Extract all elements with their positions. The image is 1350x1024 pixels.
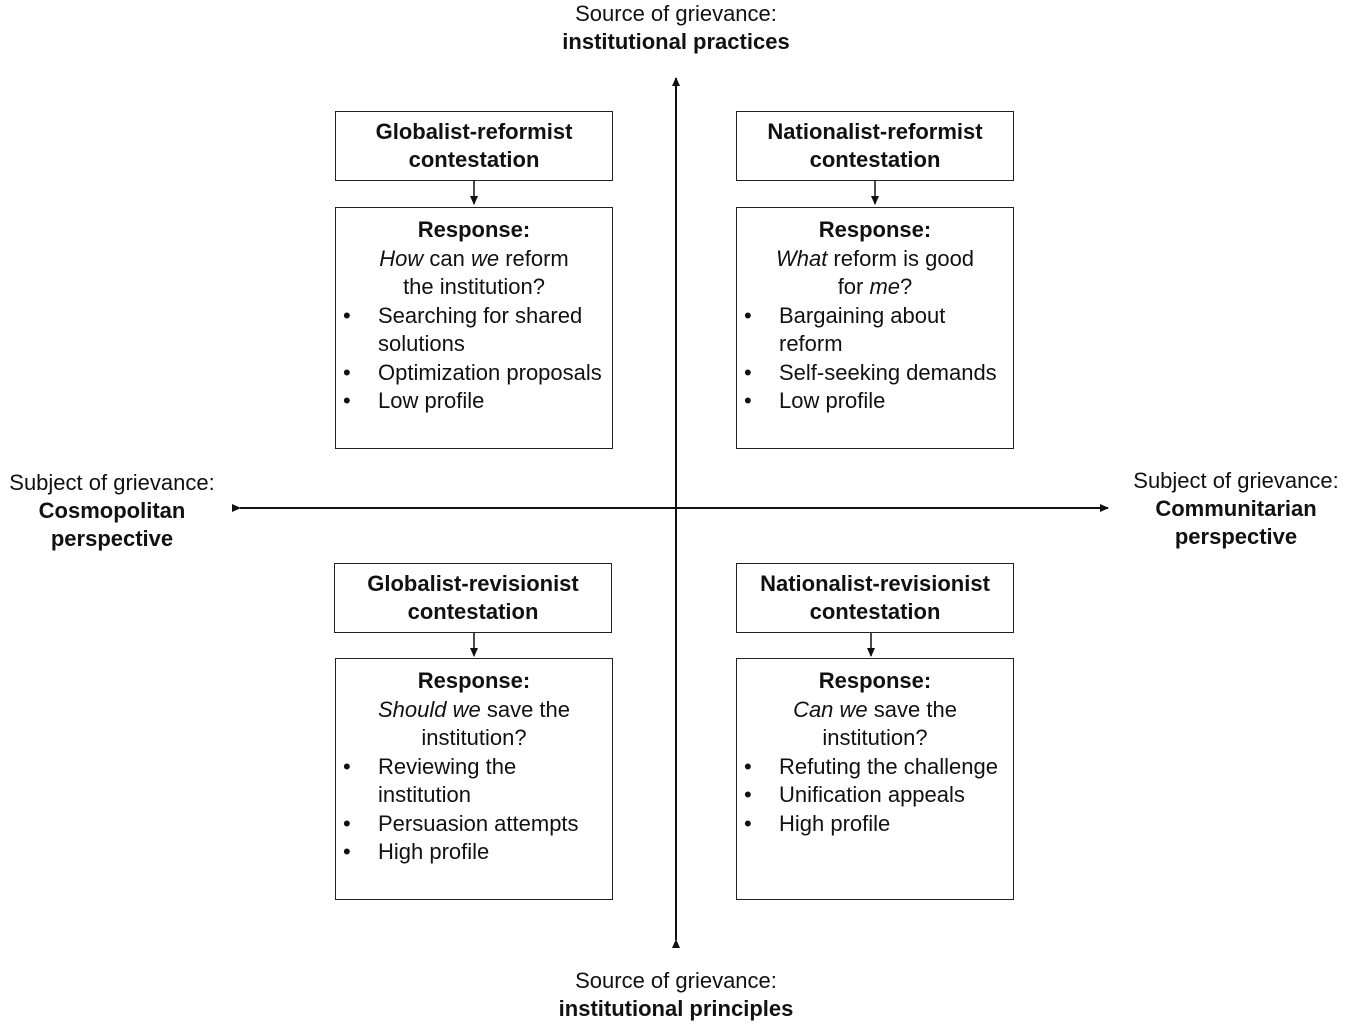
title-line2: contestation bbox=[408, 147, 540, 172]
nationalist-reformist-title-box: Nationalist-reformist contestation bbox=[736, 111, 1014, 181]
axis-label-bottom: Source of grievance: institutional princ… bbox=[476, 967, 876, 1023]
title-line2: contestation bbox=[407, 599, 539, 624]
title-line1: Globalist-revisionist bbox=[367, 571, 579, 596]
response-list: Reviewing the institution Persuasion att… bbox=[336, 753, 612, 867]
question-text: reform is good bbox=[827, 245, 975, 271]
question-text: institution? bbox=[421, 725, 527, 750]
axis-label-left: Subject of grievance: Cosmopolitan persp… bbox=[0, 469, 224, 553]
title-line1: Nationalist-reformist bbox=[767, 119, 983, 144]
question-emph: How bbox=[379, 245, 424, 271]
response-list: Refuting the challenge Unification appea… bbox=[737, 753, 1013, 839]
axis-top-line1: Source of grievance: bbox=[575, 1, 777, 26]
response-heading: Response: bbox=[818, 668, 932, 693]
axis-right-line3: perspective bbox=[1174, 524, 1298, 549]
question-text: save the bbox=[480, 696, 571, 722]
response-question: Can we save the institution? bbox=[737, 696, 1013, 753]
question-text: the institution? bbox=[403, 274, 545, 299]
nationalist-revisionist-title-box: Nationalist-revisionist contestation bbox=[736, 563, 1014, 633]
list-item: Bargaining about reform bbox=[737, 302, 1013, 359]
list-item: Low profile bbox=[336, 387, 612, 416]
question-text: for bbox=[837, 274, 870, 299]
question-text: save the bbox=[867, 696, 957, 722]
question-emph: Can we bbox=[793, 696, 868, 722]
question-text: reform bbox=[499, 245, 569, 271]
axis-right-line1: Subject of grievance: bbox=[1133, 468, 1339, 493]
title-line2: contestation bbox=[809, 599, 941, 624]
axis-right-line2: Communitarian bbox=[1155, 496, 1317, 521]
list-item: Persuasion attempts bbox=[336, 810, 612, 839]
axis-bottom-line2: institutional principles bbox=[558, 996, 794, 1021]
response-heading: Response: bbox=[417, 668, 531, 693]
list-item: High profile bbox=[737, 810, 1013, 839]
title-line1: Nationalist-revisionist bbox=[760, 571, 990, 596]
title-line2: contestation bbox=[809, 147, 941, 172]
list-item: Reviewing the institution bbox=[336, 753, 612, 810]
question-emph: me bbox=[869, 274, 901, 299]
response-question: How can we reform the institution? bbox=[336, 245, 612, 302]
title-line1: Globalist-reformist bbox=[375, 119, 573, 144]
question-emph: we bbox=[470, 245, 500, 271]
question-text: ? bbox=[900, 274, 913, 299]
axis-label-right: Subject of grievance: Communitarian pers… bbox=[1122, 467, 1350, 551]
axis-label-top: Source of grievance: institutional pract… bbox=[476, 0, 876, 56]
globalist-revisionist-response-box: Response: Should we save the institution… bbox=[335, 658, 613, 900]
question-text: institution? bbox=[822, 725, 928, 750]
response-question: Should we save the institution? bbox=[336, 696, 612, 753]
axis-bottom-line1: Source of grievance: bbox=[575, 968, 777, 993]
response-heading: Response: bbox=[818, 217, 932, 242]
response-question: What reform is good for me? bbox=[737, 245, 1013, 302]
list-item: High profile bbox=[336, 838, 612, 867]
nationalist-reformist-response-box: Response: What reform is good for me? Ba… bbox=[736, 207, 1014, 449]
axis-left-line3: perspective bbox=[50, 526, 174, 551]
list-item: Unification appeals bbox=[737, 781, 1013, 810]
question-text: can bbox=[423, 245, 471, 271]
response-list: Searching for shared solutions Optimizat… bbox=[336, 302, 612, 416]
globalist-reformist-title-box: Globalist-reformist contestation bbox=[335, 111, 613, 181]
list-item: Self-seeking demands bbox=[737, 359, 1013, 388]
list-item: Refuting the challenge bbox=[737, 753, 1013, 782]
response-heading: Response: bbox=[417, 217, 531, 242]
list-item: Optimization proposals bbox=[336, 359, 612, 388]
list-item: Low profile bbox=[737, 387, 1013, 416]
nationalist-revisionist-response-box: Response: Can we save the institution? R… bbox=[736, 658, 1014, 900]
response-list: Bargaining about reform Self-seeking dem… bbox=[737, 302, 1013, 416]
axis-top-line2: institutional practices bbox=[562, 29, 790, 54]
question-emph: What bbox=[775, 245, 828, 271]
globalist-revisionist-title-box: Globalist-revisionist contestation bbox=[334, 563, 612, 633]
list-item: Searching for shared solutions bbox=[336, 302, 612, 359]
question-emph: Should we bbox=[377, 696, 481, 722]
globalist-reformist-response-box: Response: How can we reform the institut… bbox=[335, 207, 613, 449]
axis-left-line2: Cosmopolitan bbox=[38, 498, 186, 523]
axis-left-line1: Subject of grievance: bbox=[9, 470, 215, 495]
